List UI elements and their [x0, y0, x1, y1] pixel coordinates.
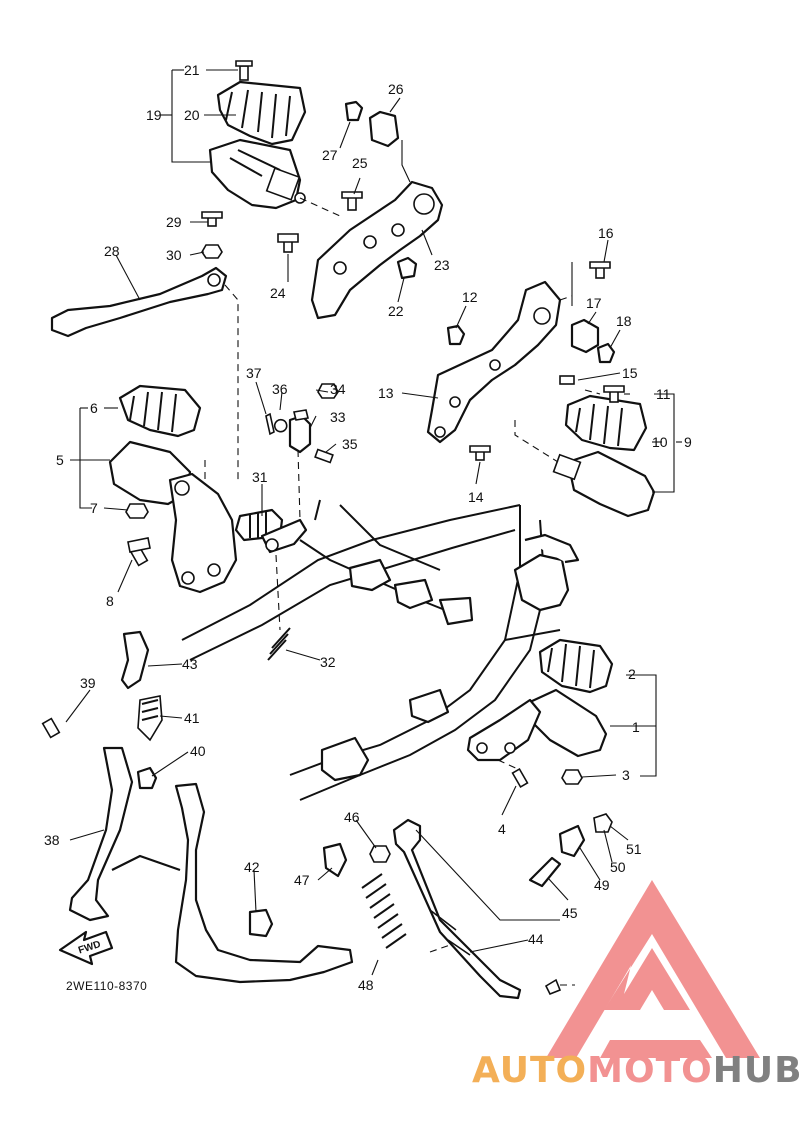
callout-50: 50 — [610, 859, 626, 875]
callout-42: 42 — [244, 859, 260, 875]
callout-31: 31 — [252, 469, 268, 485]
callout-4: 4 — [498, 821, 506, 837]
callout-15: 15 — [622, 365, 638, 381]
callout-33: 33 — [330, 409, 346, 425]
front-footrest-assembly-lh — [108, 384, 238, 594]
callout-3: 3 — [622, 767, 630, 783]
callout-20: 20 — [184, 107, 200, 123]
leader-lines — [65, 69, 682, 976]
callout-45: 45 — [562, 905, 578, 921]
callout-17: 17 — [586, 295, 602, 311]
callouts: 1 2 3 4 5 6 7 8 9 10 11 12 13 14 15 16 1… — [44, 62, 692, 993]
rear-footrest-assembly-top — [208, 60, 307, 210]
callout-26: 26 — [388, 81, 404, 97]
callout-46: 46 — [344, 809, 360, 825]
callout-34: 34 — [330, 381, 346, 397]
callout-29: 29 — [166, 214, 182, 230]
callout-24: 24 — [270, 285, 286, 301]
callout-39: 39 — [80, 675, 96, 691]
watermark-auto: AUTO — [472, 1050, 587, 1091]
alignment-lines — [204, 197, 601, 986]
callout-51: 51 — [626, 841, 642, 857]
svg-text:AUTOMOTOHUB: AUTOMOTOHUB — [472, 1050, 800, 1091]
callout-21: 21 — [184, 62, 200, 78]
callout-18: 18 — [616, 313, 632, 329]
callout-43: 43 — [182, 656, 198, 672]
forward-arrow: FWD — [58, 930, 114, 966]
main-stand-assembly — [41, 630, 354, 984]
callout-35: 35 — [342, 436, 358, 452]
rear-footrest-assembly-rh — [426, 261, 656, 518]
callout-9: 9 — [684, 434, 692, 450]
callout-7: 7 — [90, 500, 98, 516]
callout-2: 2 — [628, 666, 636, 682]
callout-1: 1 — [632, 719, 640, 735]
watermark-logo: AUTOMOTOHUB — [472, 880, 800, 1091]
callout-11: 11 — [656, 386, 671, 402]
callout-30: 30 — [166, 247, 182, 263]
callout-23: 23 — [434, 257, 450, 273]
callout-12: 12 — [462, 289, 478, 305]
callout-48: 48 — [358, 977, 374, 993]
callout-16: 16 — [598, 225, 614, 241]
front-footrest-assembly-rh — [466, 638, 614, 789]
callout-40: 40 — [190, 743, 206, 759]
diagram-code: 2WE110-8370 — [66, 979, 147, 993]
callout-49: 49 — [594, 877, 610, 893]
callout-19: 19 — [146, 107, 162, 123]
callout-28: 28 — [104, 243, 120, 259]
callout-47: 47 — [294, 872, 310, 888]
callout-13: 13 — [378, 385, 394, 401]
callout-5: 5 — [56, 452, 64, 468]
watermark-moto: MOTO — [587, 1050, 713, 1091]
rear-footrest-bracket-lh — [277, 100, 444, 320]
callout-10: 10 — [652, 434, 668, 450]
callout-36: 36 — [272, 381, 288, 397]
callout-8: 8 — [106, 593, 114, 609]
side-stand-assembly — [322, 813, 613, 1000]
callout-38: 38 — [44, 832, 60, 848]
shift-shaft-linkage — [234, 383, 339, 661]
callout-22: 22 — [388, 303, 404, 319]
callout-6: 6 — [90, 400, 98, 416]
callout-37: 37 — [246, 365, 262, 381]
callout-27: 27 — [322, 147, 338, 163]
callout-44: 44 — [528, 931, 544, 947]
watermark-hub: HUB — [713, 1050, 800, 1091]
shift-pedal — [50, 211, 228, 338]
callout-25: 25 — [352, 155, 368, 171]
callout-41: 41 — [184, 710, 200, 726]
frame-tubes — [181, 499, 580, 801]
callout-14: 14 — [468, 489, 484, 505]
callout-32: 32 — [320, 654, 336, 670]
